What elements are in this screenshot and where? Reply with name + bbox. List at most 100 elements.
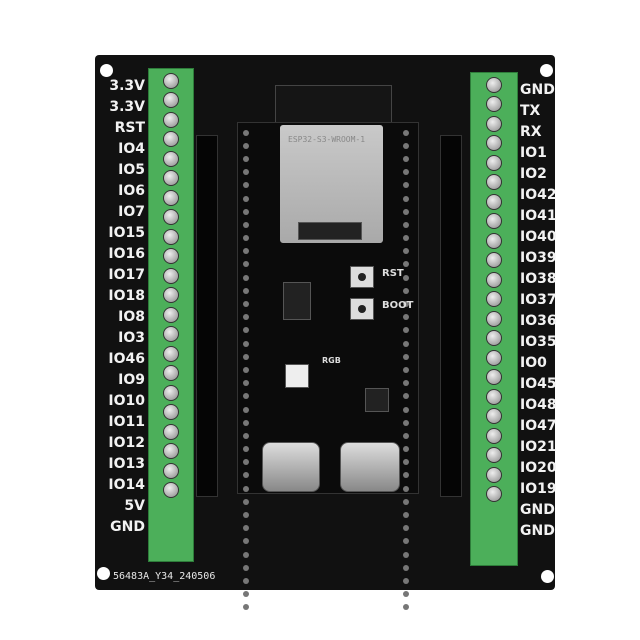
header-pin [403, 155, 409, 162]
pin-label: IO19 [520, 481, 557, 497]
terminal-screw[interactable] [163, 189, 179, 206]
usb-c-port[interactable] [340, 442, 400, 492]
rst-button[interactable] [350, 266, 374, 288]
terminal-screw[interactable] [486, 291, 502, 307]
header-pin [243, 353, 249, 360]
terminal-screw[interactable] [163, 306, 179, 323]
header-pin [243, 274, 249, 281]
terminal-screw[interactable] [486, 349, 502, 366]
header-pin [243, 169, 249, 176]
terminal-screw[interactable] [163, 384, 179, 401]
terminal-screw[interactable] [163, 462, 179, 479]
header-pin [243, 459, 249, 466]
header-pin [243, 551, 249, 558]
terminal-screw[interactable] [486, 96, 502, 112]
terminal-screw[interactable] [163, 72, 179, 89]
terminal-screw[interactable] [163, 326, 179, 342]
pin-label: IO7 [118, 204, 145, 220]
pin-label: IO6 [118, 183, 145, 199]
terminal-screw[interactable] [486, 466, 502, 483]
terminal-screw[interactable] [486, 486, 502, 502]
header-pin [403, 274, 409, 281]
board-marking: 56483A_Y34_240506 [113, 571, 216, 582]
pin-label: IO3 [118, 330, 145, 346]
header-pin [403, 340, 409, 347]
header-pin [243, 182, 249, 189]
pin-label: IO18 [108, 288, 145, 304]
header-pin [403, 472, 409, 479]
header-pin [243, 221, 249, 228]
terminal-screw[interactable] [486, 154, 502, 171]
terminal-screw[interactable] [163, 131, 179, 147]
header-pin [403, 142, 409, 149]
terminal-screw[interactable] [163, 365, 179, 381]
pin-label: IO16 [108, 246, 145, 262]
terminal-screw[interactable] [163, 345, 179, 362]
pin-label: IO5 [118, 162, 145, 178]
terminal-screw[interactable] [486, 447, 502, 463]
header-pin [403, 366, 409, 373]
mounting-hole [541, 570, 554, 583]
header-pin [243, 446, 249, 453]
left-terminal-block [148, 68, 194, 562]
terminal-screw[interactable] [163, 404, 179, 420]
header-pin [243, 538, 249, 545]
header-pin [243, 419, 249, 426]
header-pin [243, 564, 249, 571]
module-shield-marking [298, 222, 362, 240]
terminal-screw[interactable] [486, 310, 502, 327]
terminal-screw[interactable] [163, 111, 179, 128]
pin-label: IO2 [520, 166, 547, 182]
terminal-screw[interactable] [486, 330, 502, 346]
pin-label: RST [114, 120, 145, 136]
terminal-screw[interactable] [486, 408, 502, 424]
terminal-screw[interactable] [163, 443, 179, 459]
terminal-screw[interactable] [163, 170, 179, 186]
terminal-screw[interactable] [486, 135, 502, 151]
terminal-screw[interactable] [486, 388, 502, 405]
pin-label: IO10 [108, 393, 145, 409]
header-pin [403, 314, 409, 321]
pin-label: 5V [124, 498, 145, 514]
pin-label: IO47 [520, 418, 557, 434]
terminal-screw[interactable] [486, 369, 502, 385]
terminal-screw[interactable] [486, 76, 502, 93]
terminal-screw[interactable] [486, 174, 502, 190]
terminal-screw[interactable] [486, 271, 502, 288]
header-pin [243, 287, 249, 294]
mounting-hole [540, 64, 553, 77]
terminal-screw[interactable] [163, 209, 179, 225]
terminal-screw[interactable] [163, 267, 179, 284]
header-pin [243, 591, 249, 598]
terminal-screw[interactable] [486, 115, 502, 132]
pin-label: IO9 [118, 372, 145, 388]
usb-c-port[interactable] [262, 442, 320, 492]
header-pin [243, 512, 249, 519]
terminal-screw[interactable] [486, 213, 502, 229]
terminal-screw[interactable] [163, 287, 179, 303]
terminal-screw[interactable] [163, 228, 179, 245]
pin-label: IO20 [520, 460, 557, 476]
terminal-screw[interactable] [486, 252, 502, 268]
boot-button[interactable] [350, 298, 374, 320]
terminal-screw[interactable] [486, 232, 502, 249]
terminal-screw[interactable] [163, 248, 179, 264]
terminal-screw[interactable] [163, 482, 179, 498]
terminal-screw[interactable] [163, 92, 179, 108]
terminal-screw[interactable] [486, 427, 502, 444]
pin-label: IO17 [108, 267, 145, 283]
usb-chip [365, 388, 389, 412]
pin-label: IO48 [520, 397, 557, 413]
header-pin [243, 485, 249, 492]
right-terminal-block [470, 72, 518, 566]
header-pin [403, 525, 409, 532]
pin-label: GND [110, 519, 145, 535]
header-pin [243, 208, 249, 215]
header-pin [403, 591, 409, 598]
terminal-screw[interactable] [486, 193, 502, 210]
terminal-screw[interactable] [163, 150, 179, 167]
header-pin [403, 221, 409, 228]
terminal-screw[interactable] [163, 423, 179, 440]
header-pin [243, 195, 249, 202]
